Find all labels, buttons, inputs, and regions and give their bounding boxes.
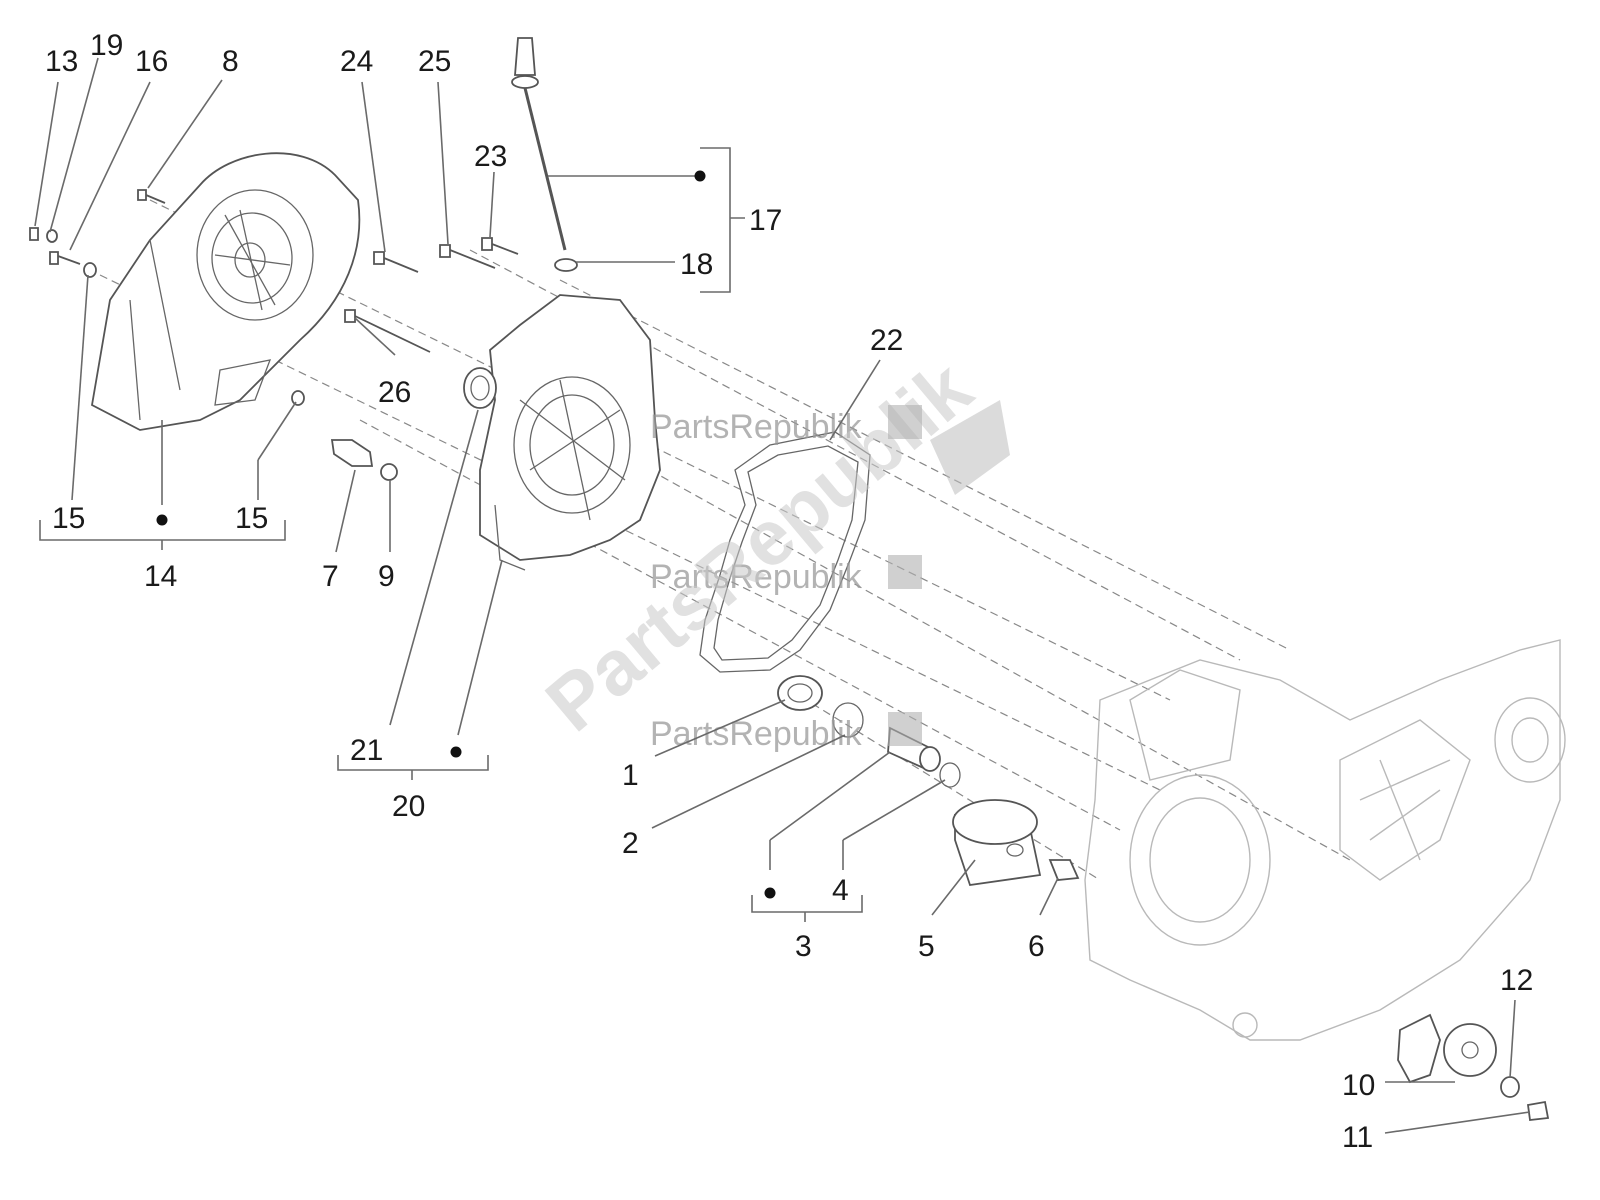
crankcase-cover [479, 294, 661, 571]
engine-crankcase [1084, 639, 1566, 1041]
callout-3: 3 [795, 930, 812, 963]
watermark-3: PartsRepublik [650, 715, 863, 753]
callout-8: 8 [222, 45, 239, 78]
callout-2: 2 [622, 827, 639, 860]
filter-parts [777, 675, 1080, 886]
oil-pump-parts [1397, 1013, 1550, 1121]
watermark-1: PartsRepublik [650, 408, 863, 446]
callout-18: 18 [680, 248, 713, 281]
callout-20: 20 [392, 790, 425, 823]
leader-lines [34, 57, 1531, 1134]
callout-16: 16 [135, 45, 168, 78]
callout-22: 22 [870, 324, 903, 357]
callout-14: 14 [144, 560, 177, 593]
callout-13: 13 [45, 45, 78, 78]
gasket [699, 431, 871, 673]
callout-labels: 13 19 16 8 24 25 23 17 18 22 26 15 15 14… [45, 29, 1533, 1154]
callout-25: 25 [418, 45, 451, 78]
callout-26: 26 [378, 376, 411, 409]
callout-23: 23 [474, 140, 507, 173]
callout-11: 11 [1342, 1121, 1373, 1154]
callout-15-left: 15 [52, 502, 85, 535]
callout-4: 4 [832, 874, 849, 907]
watermark-2: PartsRepublik [650, 558, 863, 596]
callout-9: 9 [378, 560, 395, 593]
callout-15-right: 15 [235, 502, 268, 535]
bolts [29, 189, 519, 481]
callout-19: 19 [90, 29, 123, 62]
callout-21: 21 [350, 734, 383, 767]
callout-1: 1 [622, 759, 639, 792]
callout-5: 5 [918, 930, 935, 963]
callout-24: 24 [340, 45, 373, 78]
callout-10: 10 [1342, 1069, 1375, 1102]
callout-12: 12 [1500, 964, 1533, 997]
fan-cover [91, 152, 361, 431]
dipstick [511, 37, 578, 272]
callout-7: 7 [322, 560, 339, 593]
callout-17: 17 [749, 204, 782, 237]
callout-6: 6 [1028, 930, 1045, 963]
marker-dots [156, 170, 776, 899]
